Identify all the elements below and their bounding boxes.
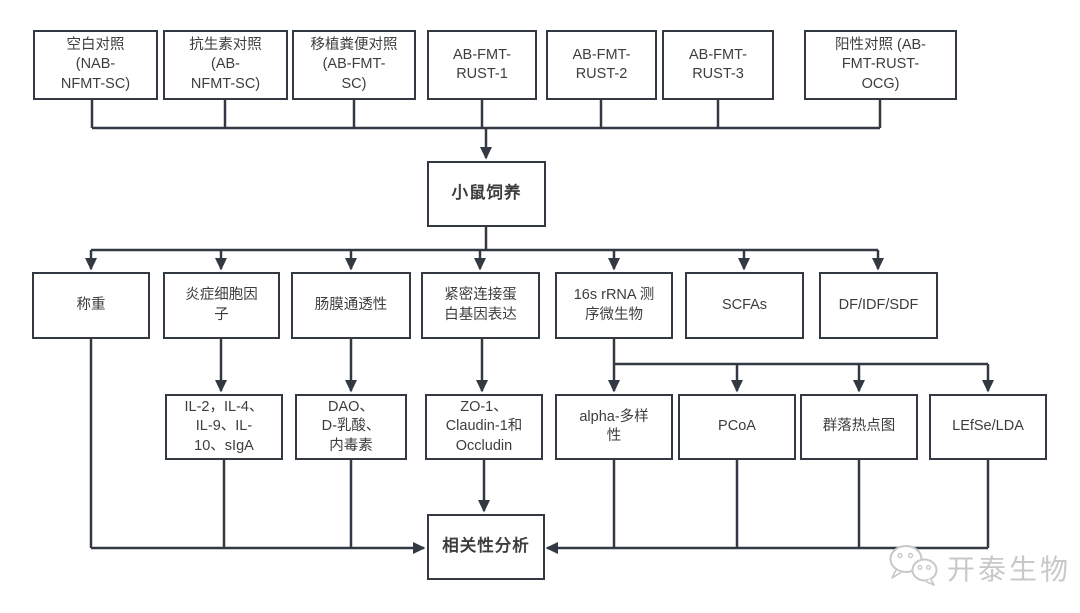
node-correlation-analysis: 相关性分析 <box>427 514 545 580</box>
node-weighing: 称重 <box>32 272 150 339</box>
node-intestinal-permeability: 肠膜通透性 <box>291 272 411 339</box>
node-dao-dlactate-endotoxin: DAO、 D-乳酸、 内毒素 <box>295 394 407 460</box>
node-community-heatmap: 群落热点图 <box>800 394 918 460</box>
node-16s-rrna-sequencing: 16s rRNA 测 序微生物 <box>555 272 673 339</box>
measurement-sub-connectors <box>89 339 994 548</box>
node-df-idf-sdf: DF/IDF/SDF <box>819 272 938 339</box>
group-positive-control: 阳性对照 (AB- FMT-RUST- OCG) <box>804 30 957 100</box>
group-antibiotic-control: 抗生素对照 (AB- NFMT-SC) <box>163 30 288 100</box>
node-lefse-lda: LEfSe/LDA <box>929 394 1047 460</box>
group-fmt-control: 移植粪便对照 (AB-FMT- SC) <box>292 30 416 100</box>
group-ab-fmt-rust-1: AB-FMT- RUST-1 <box>427 30 537 100</box>
group-blank-control: 空白对照 (NAB- NFMT-SC) <box>33 30 158 100</box>
node-pcoa: PCoA <box>678 394 796 460</box>
feeding-branch-connectors <box>85 227 884 271</box>
wechat-icon <box>885 543 941 592</box>
group-ab-fmt-rust-3: AB-FMT- RUST-3 <box>662 30 774 100</box>
node-il-cytokine-panel: IL-2，IL-4、 IL-9、IL- 10、sIgA <box>165 394 283 460</box>
node-scfas: SCFAs <box>685 272 804 339</box>
node-inflammatory-cytokines: 炎症细胞因 子 <box>163 272 280 339</box>
watermark-text: 开泰生物 <box>947 553 1072 585</box>
node-zo1-claudin-occludin: ZO-1、 Claudin-1和 Occludin <box>425 394 543 460</box>
top-connectors <box>90 100 882 160</box>
group-ab-fmt-rust-2: AB-FMT- RUST-2 <box>546 30 657 100</box>
node-tight-junction-expression: 紧密连接蛋 白基因表达 <box>421 272 540 339</box>
node-mouse-feeding: 小鼠饲养 <box>427 161 546 227</box>
watermark: 开泰生物 <box>885 543 1071 592</box>
node-alpha-diversity: alpha-多样 性 <box>555 394 673 460</box>
